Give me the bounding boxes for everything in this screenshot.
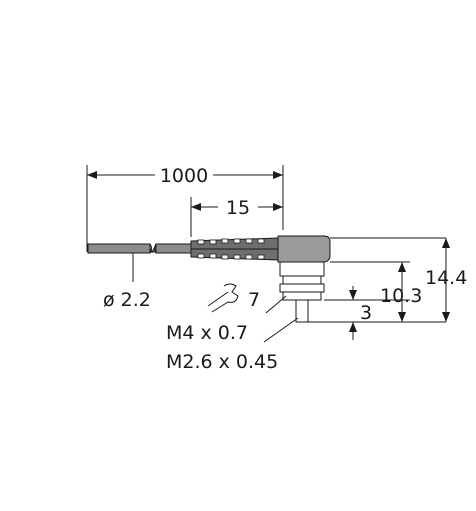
mid-height-label: 10.3: [380, 285, 422, 307]
thread-callout-leaders: M4 x 0.7 M2.6 x 0.45: [166, 295, 299, 373]
thread-primary-label: M4 x 0.7: [166, 322, 248, 344]
thread-depth-label: 3: [360, 302, 372, 324]
boot-length-dimension: 15: [190, 197, 283, 237]
thread-pin: [295, 299, 446, 323]
connector-housing: [277, 235, 446, 263]
thread-depth-dimension: 3: [349, 286, 372, 340]
total-height-label: 14.4: [425, 267, 467, 289]
overall-length-dimension: 1000: [86, 165, 284, 252]
thread-secondary-label: M2.6 x 0.45: [166, 351, 278, 373]
strain-relief-boot: [190, 237, 279, 261]
mid-height-dimension: 10.3: [380, 262, 422, 322]
coupling-nut: [279, 261, 410, 301]
wrench-size-label: 7: [248, 289, 260, 311]
cable-diameter-callout: ø 2.2: [103, 253, 151, 311]
total-height-dimension: 14.4: [425, 238, 467, 322]
boot-length-label: 15: [226, 197, 250, 219]
wrench-icon: 7: [207, 283, 260, 313]
overall-length-label: 1000: [160, 165, 208, 187]
cable-diameter-label: ø 2.2: [103, 289, 151, 311]
cable: [87, 243, 193, 254]
